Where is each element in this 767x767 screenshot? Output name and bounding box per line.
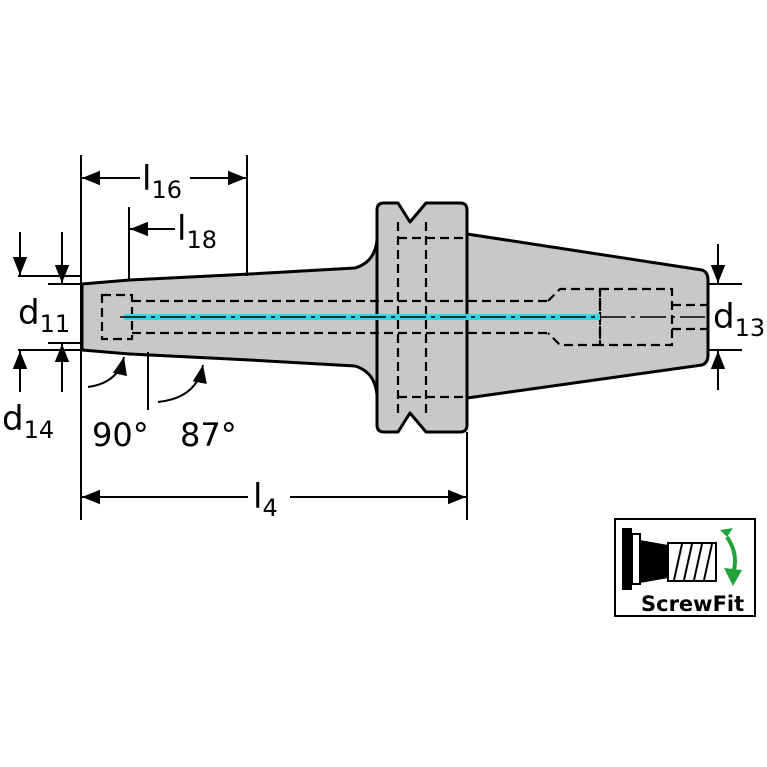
dimension-label-d14: d14 [2, 399, 54, 444]
svg-text:l18: l18 [177, 209, 217, 254]
dimension-label-d11: d11 [18, 293, 70, 338]
dimension-arrows [12, 170, 726, 505]
svg-text:l16: l16 [142, 159, 182, 204]
screwfit-label: ScrewFit [641, 592, 744, 616]
screwfit-icon [622, 528, 742, 590]
dimension-label-l16: l16 [142, 159, 182, 204]
dimension-label-d13: d13 [713, 297, 765, 342]
angle-label-87: 87° [180, 416, 237, 454]
screwfit-logo: ScrewFit [614, 518, 756, 617]
angle-label-90: 90° [92, 416, 149, 454]
svg-text:l4: l4 [253, 477, 278, 522]
dimension-label-l18: l18 [177, 209, 217, 254]
dimension-lines [18, 155, 742, 520]
svg-text:d14: d14 [2, 399, 54, 444]
svg-text:d11: d11 [18, 293, 70, 338]
svg-text:d13: d13 [713, 297, 765, 342]
dimension-label-l4: l4 [253, 477, 278, 522]
